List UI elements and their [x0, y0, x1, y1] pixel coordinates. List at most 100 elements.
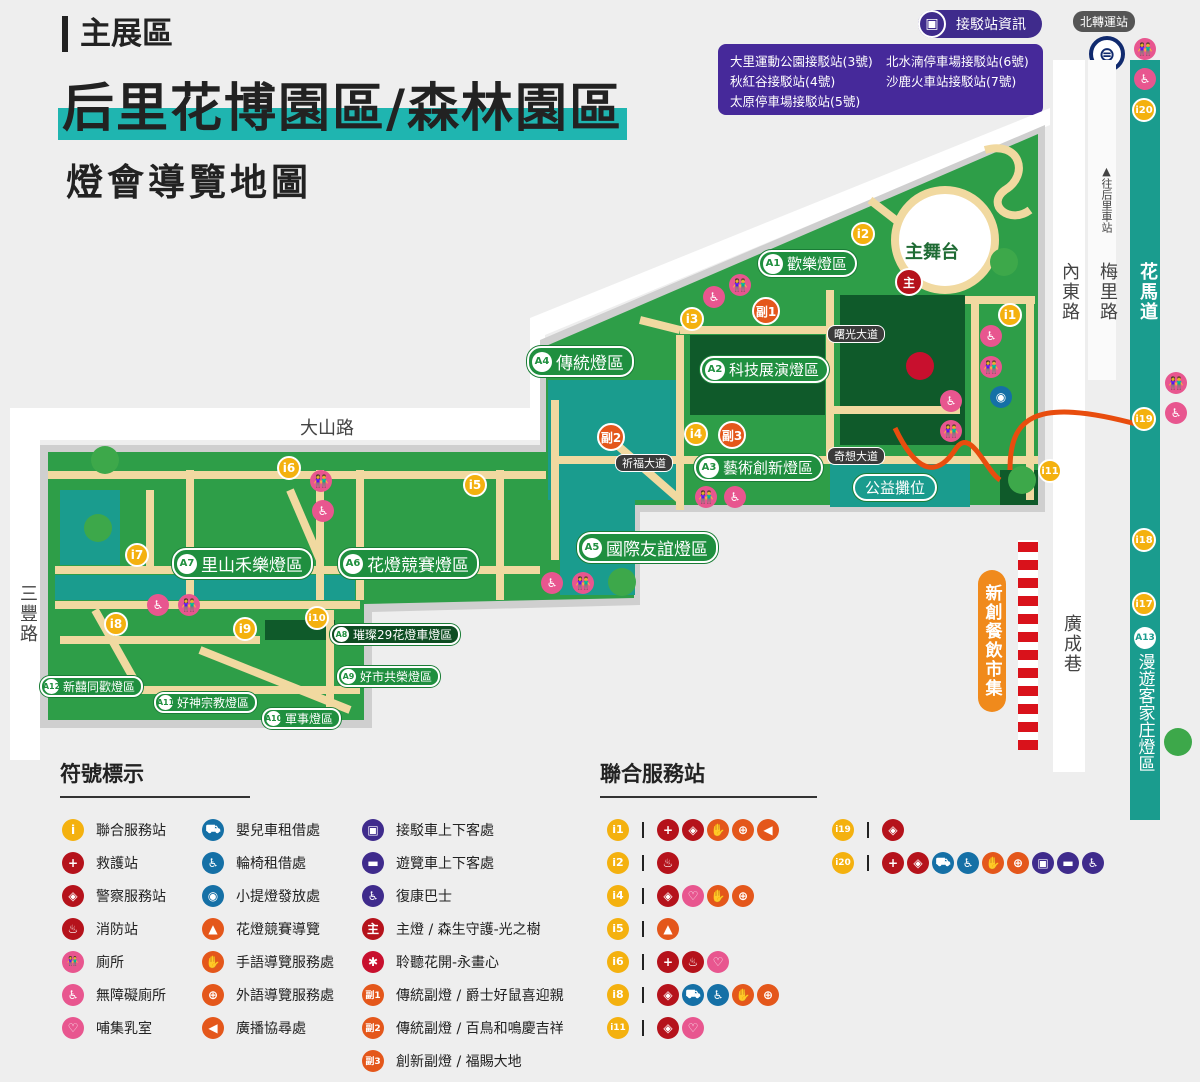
legend-label: 嬰兒車租借處 — [236, 822, 320, 839]
road-label-huama: 花馬道 — [1137, 262, 1158, 322]
info-point-i9[interactable]: i9 — [233, 617, 257, 641]
tour-bus-icon: ▬ — [1057, 851, 1079, 874]
shuttle-bus-icon: ▣ — [1032, 851, 1054, 874]
divider — [642, 821, 644, 838]
info-point-i5[interactable]: i5 — [463, 473, 487, 497]
main-lamp-icon[interactable]: 主 — [895, 268, 923, 296]
info-point-i17[interactable]: i17 — [1132, 592, 1156, 616]
barrier-stripe — [1018, 632, 1038, 642]
restroom-icon: 👫 — [178, 594, 200, 616]
accessible-bus-icon: ♿ — [1082, 851, 1104, 874]
info-icon: i5 — [607, 917, 629, 940]
shuttle-bus-icon: ▣ — [362, 818, 384, 841]
zone-name: 科技展演燈區 — [729, 361, 820, 379]
barrier-stripe — [1018, 668, 1038, 678]
sign-language-icon: ✋ — [707, 818, 729, 841]
nursing-room-icon: ♡ — [707, 950, 729, 973]
avenue-qixiang: 奇想大道 — [827, 447, 885, 465]
legend-item: ♿輪椅租借處 — [202, 846, 334, 879]
shuttle-info-button[interactable]: ▣ 接駁站資訊 — [918, 10, 1042, 38]
zone-name: 傳統燈區 — [556, 354, 624, 374]
shuttle-station: 大里運動公園接駁站(3號) — [730, 54, 873, 69]
accessible-toilet-icon: ♿ — [980, 325, 1002, 347]
fire-extinguisher-icon: ♨ — [62, 917, 84, 940]
info-icon: i20 — [832, 851, 854, 874]
legend-item: ♨消防站 — [62, 912, 166, 945]
zone-code: A7 — [177, 553, 197, 574]
fire-extinguisher-icon: ♨ — [657, 851, 679, 874]
navigation-arrow-icon: ▲ — [657, 917, 679, 940]
first-aid-icon: + — [657, 950, 679, 973]
charity-booths[interactable]: 公益攤位 — [853, 474, 938, 501]
globe-icon: ⊕ — [757, 983, 779, 1006]
divider — [642, 1019, 644, 1036]
divider — [642, 854, 644, 871]
barrier-stripe — [1018, 686, 1038, 696]
sign-language-icon: ✋ — [202, 950, 224, 973]
zone-name: 璀璨29花燈車燈區 — [353, 628, 453, 642]
info-point-i11[interactable]: i11 — [1038, 459, 1062, 483]
sub-lamp-2-icon: 副2 — [362, 1016, 384, 1039]
info-point-i18[interactable]: i18 — [1132, 528, 1156, 552]
info-icon: i6 — [607, 950, 629, 973]
service-station-row: i11◈♡ — [607, 1011, 779, 1044]
section-title: 主展區 — [62, 16, 173, 52]
legend-item: ◀廣播協尋處 — [202, 1011, 334, 1044]
barrier-stripe — [1018, 650, 1038, 660]
road-neidong — [1053, 60, 1085, 772]
services-column: i1+◈✋⊕◀i2♨i4◈♡✋⊕i5▲i6+♨♡i8◈⛟♿✋⊕i11◈♡ — [607, 813, 779, 1044]
service-station-row: i19 ◈ — [832, 813, 1104, 846]
info-point-i3[interactable]: i3 — [680, 307, 704, 331]
info-icon: i2 — [607, 851, 629, 874]
avenue-qifu: 祈福大道 — [615, 454, 673, 472]
road-huama — [1130, 60, 1160, 820]
zone-a13[interactable]: A13 漫遊客家庄燈區 — [1131, 627, 1159, 772]
info-point-i8[interactable]: i8 — [104, 612, 128, 636]
info-icon: i1 — [607, 818, 629, 841]
info-point-i19[interactable]: i19 — [1132, 407, 1156, 431]
police-icon: ◈ — [882, 818, 904, 841]
legend-label: 遊覽車上下客處 — [396, 855, 494, 872]
legend-label: 輪椅租借處 — [236, 855, 306, 872]
zone-code: A12 — [43, 679, 60, 694]
sub-lamp-1-icon[interactable]: 副1 — [752, 297, 780, 325]
restroom-icon: 👫 — [1134, 38, 1156, 60]
info-point-i4[interactable]: i4 — [684, 422, 708, 446]
info-point-i6[interactable]: i6 — [277, 456, 301, 480]
info-point-i10[interactable]: i10 — [305, 606, 329, 630]
lattice-flower-icon: ✱ — [362, 950, 384, 973]
legend-label: 傳統副燈 / 百鳥和鳴慶吉祥 — [396, 1020, 564, 1037]
info-point-i1[interactable]: i1 — [998, 303, 1022, 327]
info-point-i20[interactable]: i20 — [1132, 98, 1156, 122]
accessible-toilet-icon: ♿ — [703, 286, 725, 308]
info-point-i7[interactable]: i7 — [125, 543, 149, 567]
info-icon: i4 — [607, 884, 629, 907]
zone-name: 歡樂燈區 — [787, 255, 848, 273]
direction-to-station: ▲往后里車站 — [1100, 165, 1113, 233]
barrier-stripe — [1018, 578, 1038, 588]
stage-path — [983, 144, 1033, 220]
info-point-i2[interactable]: i2 — [851, 222, 875, 246]
megaphone-icon: ◀ — [757, 818, 779, 841]
sub-lamp-3-icon[interactable]: 副3 — [718, 421, 746, 449]
road-dashan — [10, 108, 1050, 760]
sub-lamp-2-icon[interactable]: 副2 — [597, 423, 625, 451]
legend-item: 副2 傳統副燈 / 百鳥和鳴慶吉祥 — [362, 1011, 564, 1044]
info-icon: i19 — [832, 818, 854, 841]
food-market[interactable]: 新創餐飲市集 — [978, 570, 1006, 712]
globe-icon: ⊕ — [732, 884, 754, 907]
